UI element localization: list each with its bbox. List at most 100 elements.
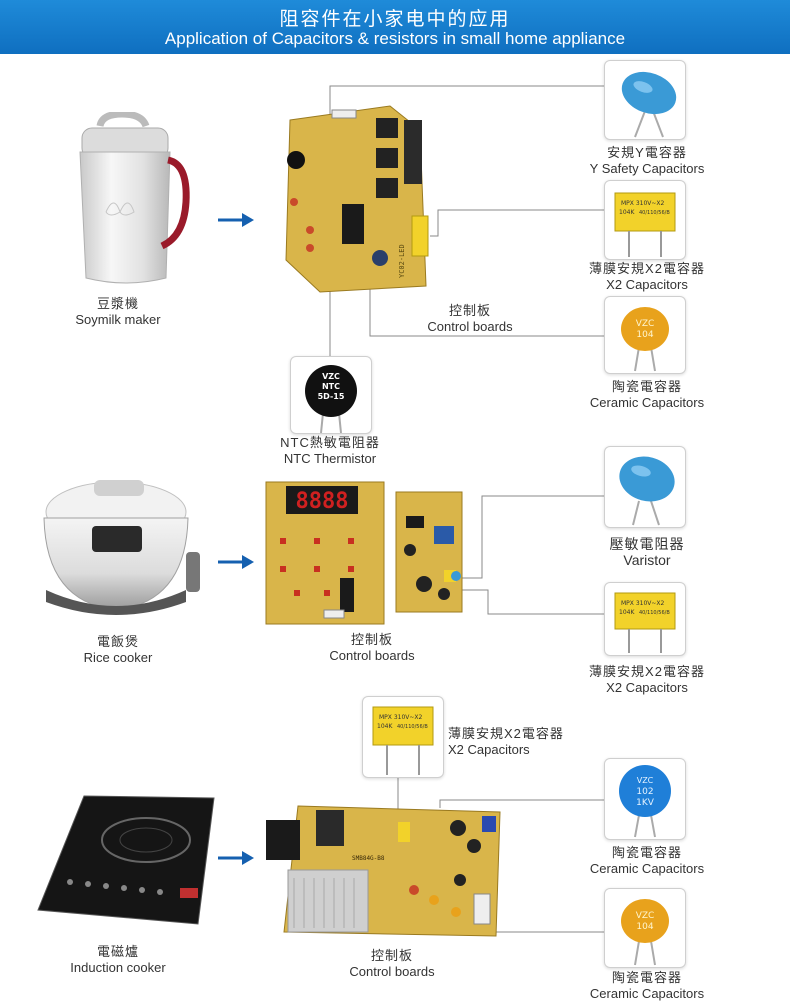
part-box-x2-capacitor: MPX 310V~X2 104K 40/110/56/B — [604, 582, 686, 656]
board-label-2: 控制板 Control boards — [302, 632, 442, 664]
part-box-varistor — [604, 446, 686, 528]
ntc-print-line1: VZC — [322, 372, 340, 381]
arrow-icon — [218, 213, 254, 227]
control-board-rice-power — [394, 490, 464, 614]
part-name-zh: 安規Y電容器 — [607, 145, 687, 160]
part-box-ceramic-capacitor: VZC 102 1KV — [604, 758, 686, 840]
page-title-en: Application of Capacitors & resistors in… — [164, 29, 626, 48]
ntc-print-line2: NTC — [322, 382, 340, 391]
part-name-en: Ceramic Capacitors — [589, 986, 705, 1001]
part-name-zh: 薄膜安規X2電容器 — [448, 726, 564, 741]
soymilk-maker-image — [62, 110, 192, 290]
board-label-en: Control boards — [329, 648, 415, 663]
induction-cooker-image — [34, 792, 216, 928]
ceramic-print-line2: 104 — [636, 330, 653, 340]
x2-print-line3: 40/110/56/B — [639, 610, 670, 616]
x2-print-line2: 104K — [619, 609, 635, 616]
part-name-en: Varistor — [623, 552, 671, 568]
part-box-ntc-thermistor: VZC NTC 5D-15 — [290, 356, 372, 434]
x2-print-line2: 104K — [619, 209, 635, 216]
x2-capacitor-icon: MPX 310V~X2 104K 40/110/56/B — [614, 192, 676, 257]
part-label-varistor: 壓敏電阻器 Varistor — [574, 536, 720, 568]
appliance-name-en: Rice cooker — [83, 650, 153, 665]
part-label-y-capacitor: 安規Y電容器 Y Safety Capacitors — [574, 145, 720, 177]
control-board-soymilk: YC02-LED — [280, 100, 434, 296]
x2-print-line3: 40/110/56/B — [639, 210, 670, 216]
x2-print-line2: 104K — [377, 723, 393, 730]
part-label-ceramic-capacitor: 陶瓷電容器 Ceramic Capacitors — [574, 845, 720, 877]
rice-cooker-image — [36, 472, 202, 622]
appliance-name-zh: 豆漿機 — [96, 296, 139, 311]
board-code: SMB84G-B8 — [352, 855, 385, 862]
part-box-x2-capacitor: MPX 310V~X2 104K 40/110/56/B — [604, 180, 686, 260]
part-box-y-capacitor — [604, 60, 686, 140]
ceramic-print-line2: 102 — [636, 787, 653, 797]
x2-print-line1: MPX 310V~X2 — [379, 714, 423, 721]
varistor-icon — [619, 456, 675, 526]
page-title-zh: 阻容件在小家电中的应用 — [279, 9, 511, 30]
part-name-en: Ceramic Capacitors — [589, 861, 705, 876]
appliance-label-rice: 電飯煲 Rice cooker — [48, 634, 188, 666]
board-label-zh: 控制板 — [448, 303, 491, 318]
ceramic-print-line1: VZC — [637, 776, 654, 785]
part-name-en: X2 Capacitors — [448, 742, 530, 757]
part-box-ceramic-capacitor: VZC 104 — [604, 888, 686, 968]
ceramic-print-line3: 1KV — [636, 798, 655, 808]
part-label-x2-capacitor: 薄膜安規X2電容器 X2 Capacitors — [574, 261, 720, 293]
ntc-print-line3: 5D-15 — [318, 392, 345, 401]
part-name-zh: NTC熱敏電阻器 — [280, 435, 380, 450]
x2-capacitor-icon: MPX 310V~X2 104K 40/110/56/B — [614, 592, 676, 653]
part-box-x2-capacitor: MPX 310V~X2 104K 40/110/56/B — [362, 696, 444, 778]
part-name-zh: 薄膜安規X2電容器 — [589, 664, 705, 679]
appliance-name-en: Induction cooker — [70, 960, 166, 975]
part-name-en: Y Safety Capacitors — [589, 161, 705, 176]
y-capacitor-icon — [621, 71, 677, 138]
part-name-zh: 陶瓷電容器 — [611, 970, 682, 985]
ceramic-print-line2: 104 — [636, 922, 653, 932]
part-name-zh: 陶瓷電容器 — [611, 379, 682, 394]
appliance-name-zh: 電飯煲 — [96, 634, 139, 649]
part-label-ntc-thermistor: NTC熱敏電阻器 NTC Thermistor — [258, 435, 402, 467]
board-label-en: Control boards — [349, 964, 435, 979]
ceramic-print-line1: VZC — [636, 319, 655, 329]
board-label-zh: 控制板 — [370, 948, 413, 963]
arrow-icon — [218, 851, 254, 865]
ntc-thermistor-icon: VZC NTC 5D-15 — [305, 365, 357, 433]
x2-print-line1: MPX 310V~X2 — [621, 600, 665, 607]
board-code: YC02-LED — [398, 244, 406, 278]
control-board-rice-display: 8888 — [264, 480, 386, 626]
part-label-x2-capacitor: 薄膜安規X2電容器 X2 Capacitors — [574, 664, 720, 696]
x2-capacitor-icon: MPX 310V~X2 104K 40/110/56/B — [372, 706, 434, 775]
board-label-3: 控制板 Control boards — [322, 948, 462, 980]
ceramic-capacitor-icon: VZC 104 — [621, 899, 669, 966]
part-name-en: X2 Capacitors — [606, 277, 688, 292]
part-name-en: X2 Capacitors — [606, 680, 688, 695]
part-name-zh: 薄膜安規X2電容器 — [589, 261, 705, 276]
board-label-1: 控制板 Control boards — [400, 303, 540, 335]
part-box-ceramic-capacitor: VZC 104 — [604, 296, 686, 374]
part-name-en: Ceramic Capacitors — [589, 395, 705, 410]
part-name-en: NTC Thermistor — [283, 451, 377, 466]
board-label-zh: 控制板 — [350, 632, 393, 647]
arrow-icon — [218, 555, 254, 569]
appliance-name-zh: 電磁爐 — [96, 944, 139, 959]
connector-x2-cap-2 — [446, 589, 604, 615]
part-name-zh: 陶瓷電容器 — [611, 845, 682, 860]
ceramic-print-line1: VZC — [636, 911, 655, 921]
part-label-ceramic-capacitor: 陶瓷電容器 Ceramic Capacitors — [574, 970, 720, 1002]
control-board-induction: SMB84G-B8 — [264, 800, 504, 940]
page-header: 阻容件在小家电中的应用 Application of Capacitors & … — [0, 0, 790, 54]
ceramic-capacitor-icon: VZC 102 1KV — [619, 765, 671, 838]
ceramic-capacitor-icon: VZC 104 — [621, 307, 669, 372]
appliance-label-induction: 電磁爐 Induction cooker — [48, 944, 188, 976]
x2-print-line1: MPX 310V~X2 — [621, 200, 665, 207]
part-name-zh: 壓敏電阻器 — [609, 536, 685, 552]
appliance-name-en: Soymilk maker — [75, 312, 161, 327]
x2-print-line3: 40/110/56/B — [397, 724, 428, 730]
part-label-ceramic-capacitor: 陶瓷電容器 Ceramic Capacitors — [574, 379, 720, 411]
part-label-x2-capacitor: 薄膜安規X2電容器 X2 Capacitors — [448, 726, 584, 758]
board-label-en: Control boards — [427, 319, 513, 334]
led-display: 8888 — [296, 489, 349, 514]
connector-x2-cap-1 — [430, 209, 604, 237]
appliance-label-soymilk: 豆漿機 Soymilk maker — [48, 296, 188, 328]
